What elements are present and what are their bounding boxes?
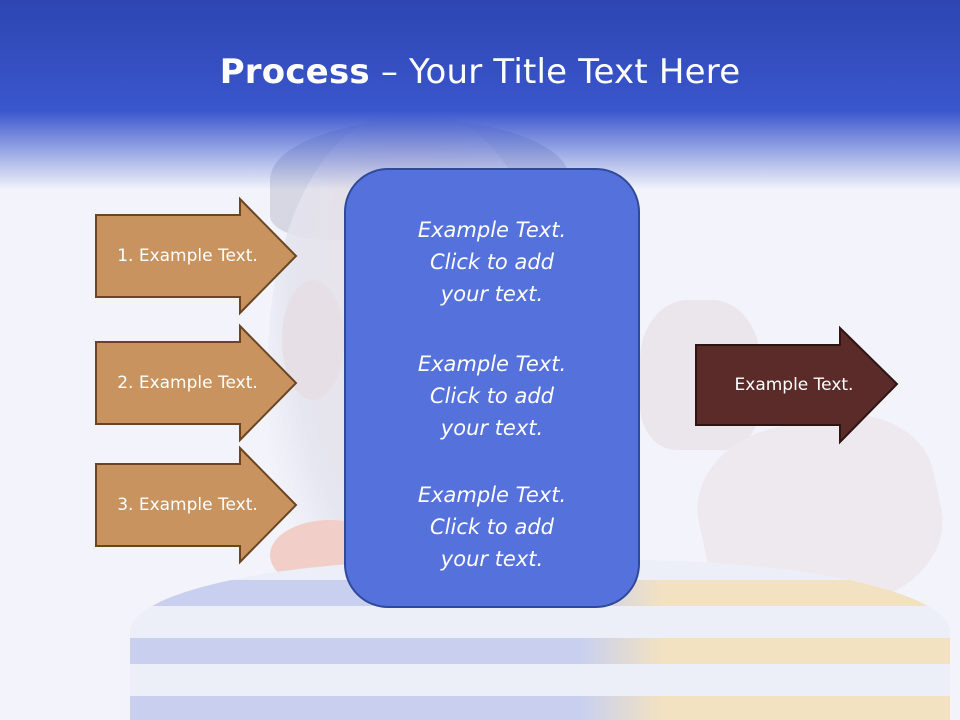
title-band xyxy=(0,0,960,190)
panel-text-block-1[interactable]: Example Text. Click to add your text. xyxy=(346,214,638,310)
title-rest-part: – Your Title Text Here xyxy=(369,52,741,92)
right-arrow-label: Example Text. xyxy=(734,375,854,395)
panel-line: Example Text. xyxy=(417,352,567,376)
arrow-shape xyxy=(95,323,298,443)
shirt-stripe xyxy=(130,696,950,720)
shirt-stripe xyxy=(130,638,950,664)
panel-text-block-3[interactable]: Example Text. Click to add your text. xyxy=(346,479,638,575)
panel-line: your text. xyxy=(440,416,544,440)
arrow-shape xyxy=(695,325,899,445)
panel-line: Example Text. xyxy=(417,218,567,242)
right-arrow[interactable]: Example Text. xyxy=(695,325,899,445)
left-arrow-label: 2. Example Text. xyxy=(117,373,258,393)
left-arrow-label: 1. Example Text. xyxy=(117,246,258,266)
panel-text-block-2[interactable]: Example Text. Click to add your text. xyxy=(346,348,638,444)
panel-line: Click to add xyxy=(429,515,554,539)
panel-line: Example Text. xyxy=(417,483,567,507)
arrow-shape xyxy=(95,196,298,316)
left-arrow-1[interactable]: 1. Example Text. xyxy=(95,196,298,316)
left-arrow-2[interactable]: 2. Example Text. xyxy=(95,323,298,443)
title-bold-part: Process xyxy=(219,52,370,92)
center-text-panel[interactable]: Example Text. Click to add your text. Ex… xyxy=(344,168,640,608)
left-arrow-3[interactable]: 3. Example Text. xyxy=(95,445,298,565)
panel-line: your text. xyxy=(440,282,544,306)
panel-line: Click to add xyxy=(429,384,554,408)
left-arrow-label: 3. Example Text. xyxy=(117,495,258,515)
slide-title[interactable]: Process – Your Title Text Here xyxy=(0,52,960,92)
panel-line: your text. xyxy=(440,547,544,571)
arrow-shape xyxy=(95,445,298,565)
panel-line: Click to add xyxy=(429,250,554,274)
